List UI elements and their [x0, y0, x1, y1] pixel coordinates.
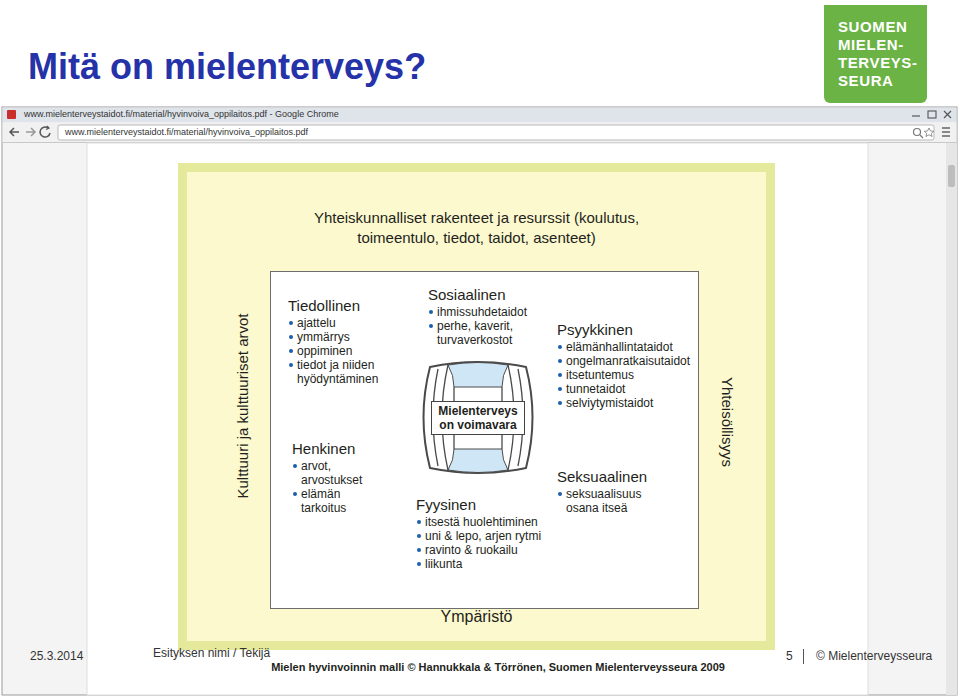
aspects-box: Mielenterveys on voimavara Tiedollinenaja… — [270, 271, 699, 609]
model-frame: Mielenterveys on voimavara Tiedollinenaja… — [178, 163, 775, 650]
figure-caption: Mielen hyvinvoinnin malli © Hannukkala &… — [271, 661, 725, 674]
aspect-item: uni & lepo, arjen rytmi — [416, 529, 554, 543]
center-label: Mielenterveys on voimavara — [431, 401, 525, 435]
aspect-item: ongelmanratkaisutaidot — [557, 354, 697, 368]
date: 25.3.2014 — [30, 649, 83, 663]
logo-name: SUOMEN MIELEN- TERVEYS- SEURA — [838, 18, 918, 90]
frame-heading: Yhteiskunnalliset rakenteet ja resurssit… — [312, 208, 642, 248]
bottom-label: Ympäristö — [440, 607, 512, 626]
aspect-item: perhe, kaverit, turvaverkostot — [428, 319, 556, 347]
aspect-heading: Fyysinen — [416, 496, 554, 514]
aspect-item: itsetuntemus — [557, 368, 697, 382]
aspect-item: elämänhallintataidot — [557, 340, 697, 354]
page-number: 5 — [786, 649, 793, 663]
aspect-item: tunnetaidot — [557, 382, 697, 396]
aspect-group: Henkinenarvot, arvostuksetelämän tarkoit… — [292, 440, 388, 515]
aspect-item: seksuaalisuus osana itseä — [557, 487, 677, 515]
logo-box: SUOMEN MIELEN- TERVEYS- SEURA — [824, 5, 927, 103]
aspect-heading: Seksuaalinen — [557, 468, 677, 486]
aspect-heading: Tiedollinen — [288, 297, 400, 315]
aspect-group: Seksuaalinenseksuaalisuus osana itseä — [557, 468, 677, 515]
aspect-group: Tiedollinenajatteluymmärrysoppiminentied… — [288, 297, 400, 386]
aspect-group: Fyysinenitsestä huolehtiminenuni & lepo,… — [416, 496, 554, 571]
side-label: Kulttuuri ja kulttuuriset arvot — [233, 313, 251, 498]
aspect-item: arvot, arvostukset — [292, 459, 388, 487]
aspect-item: liikunta — [416, 557, 554, 571]
slide-title: Mitä on mielenterveys? — [28, 46, 426, 88]
presentation-author: Esityksen nimi / Tekijä — [153, 646, 270, 660]
aspect-item: tiedot ja niiden hyödyntäminen — [288, 358, 400, 386]
aspect-item: ihmissuhdetaidot — [428, 305, 556, 319]
aspect-item: selviytymistaidot — [557, 396, 697, 410]
aspect-heading: Sosiaalinen — [428, 286, 556, 304]
aspect-group: Sosiaalinenihmissuhdetaidotperhe, kaveri… — [428, 286, 556, 347]
aspect-heading: Psyykkinen — [557, 321, 697, 339]
aspect-heading: Henkinen — [292, 440, 388, 458]
copyright: © Mielenterveysseura — [816, 649, 932, 663]
aspect-item: oppiminen — [288, 344, 400, 358]
aspect-item: ymmärrys — [288, 330, 400, 344]
aspect-item: elämän tarkoitus — [292, 487, 388, 515]
window-title: www.mielenterveystaidot.fi/material/hyvi… — [24, 109, 339, 120]
aspect-item: itsestä huolehtiminen — [416, 515, 554, 529]
address-text: www.mielenterveystaidot.fi/material/hyvi… — [65, 127, 308, 138]
browser-window: Mielenterveys on voimavara Tiedollinenaja… — [2, 107, 957, 695]
aspect-group: Psyykkinenelämänhallintataidotongelmanra… — [557, 321, 697, 410]
aspect-item: ajattelu — [288, 316, 400, 330]
side-label: Yhteisöllisyys — [718, 377, 736, 467]
aspect-item: ravinto & ruokailu — [416, 543, 554, 557]
barrel-shape: Mielenterveys on voimavara — [418, 355, 538, 480]
